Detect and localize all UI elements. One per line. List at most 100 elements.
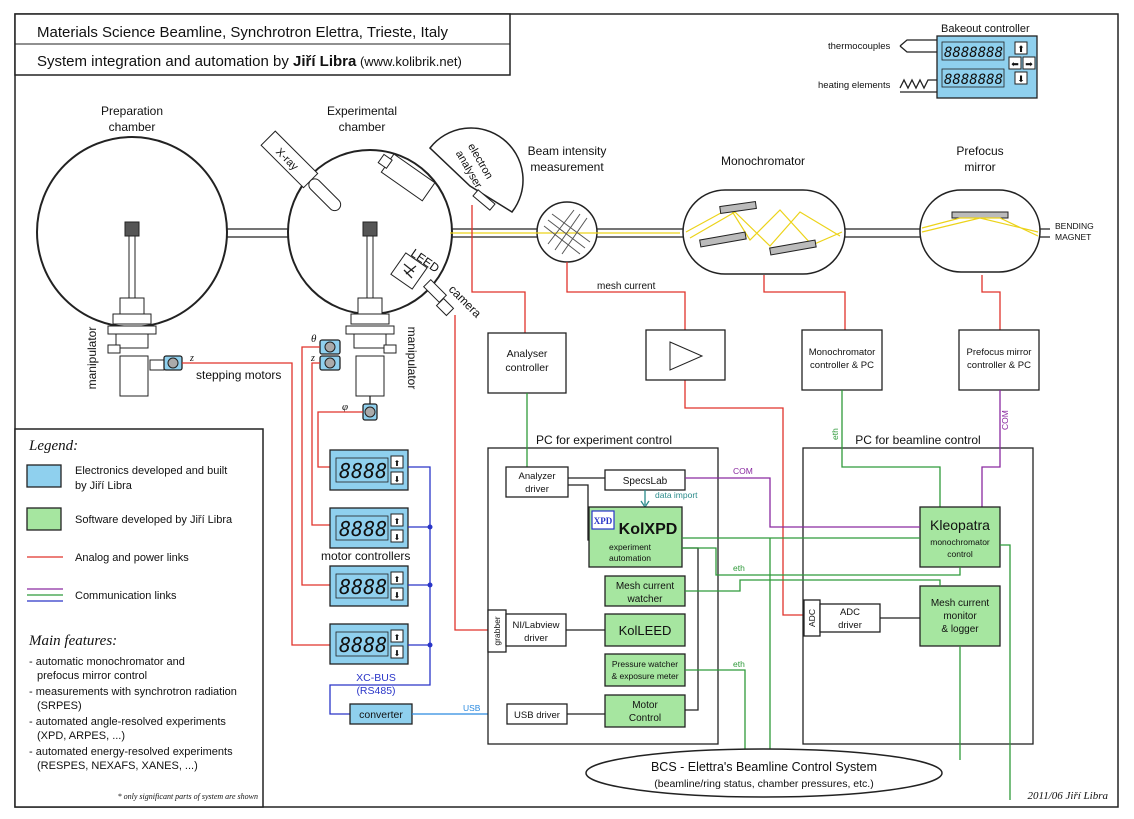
- motor-controller-1: 8888: [329, 449, 409, 491]
- motor-controller-3: 8888: [329, 565, 409, 607]
- motor-3-down-button[interactable]: [390, 587, 404, 601]
- legend-title: Legend:: [28, 438, 78, 454]
- kolxpd-sub-1: experiment: [609, 542, 652, 552]
- bakeout-controller: Bakeout controller 8888888 8888888 ⬆ ⬅ ➡…: [818, 23, 1038, 99]
- bakeout-display-2: 8888888: [944, 72, 1003, 88]
- motor-z-label-left: z: [189, 353, 194, 364]
- pressure-label-1: Pressure watcher: [612, 659, 678, 669]
- motor-4-up-button[interactable]: [390, 629, 404, 643]
- motor-display-1: 8888: [339, 459, 387, 483]
- bcs: BCS - Elettra's Beamline Control System …: [585, 748, 943, 798]
- prefocus-label-2: mirror: [964, 160, 995, 174]
- manipulator-left-body: [119, 355, 149, 397]
- arrow-down-icon: ⬇: [394, 591, 401, 600]
- eth-label-mono: eth: [830, 428, 840, 440]
- arrow-down-icon: ⬇: [394, 475, 401, 484]
- camera-label: camera: [446, 282, 484, 320]
- feature-4: - automated angle-resolved experiments: [29, 716, 226, 728]
- legend: Legend: Electronics developed and built …: [14, 428, 264, 808]
- arrow-up-icon: ⬆: [394, 517, 401, 526]
- legend-electronics-2: by Jiří Libra: [75, 480, 133, 492]
- bending-magnet-label-2: MAGNET: [1055, 232, 1091, 242]
- motor-controllers: 8888 8888 motor controllers 8888 8888 ⬆: [321, 449, 507, 725]
- arrow-up-icon: ⬆: [394, 633, 401, 642]
- bakeout-title: Bakeout controller: [941, 23, 1030, 35]
- motor-theta-label: θ: [311, 333, 317, 345]
- pressure-watcher: [604, 653, 686, 687]
- bakeout-right-button[interactable]: [1022, 56, 1036, 70]
- bcs-label-2: (beamline/ring status, chamber pressures…: [654, 778, 873, 790]
- motor-2-up-button[interactable]: [390, 513, 404, 527]
- kolxpd-logo-icon: [591, 510, 615, 530]
- prefocus-label-1: Prefocus: [956, 144, 1003, 158]
- kolxpd-logo-text: XPD: [594, 516, 613, 526]
- amplifier-icon: [669, 341, 704, 371]
- pressure-label-2: & exposure meter: [611, 671, 678, 681]
- kleopatra-box: [919, 506, 1001, 568]
- monochromator: Monochromator: [682, 154, 846, 275]
- bakeout-down-button[interactable]: [1014, 71, 1028, 85]
- nilabview-label-2: driver: [524, 633, 548, 644]
- motor-display-2: 8888: [339, 517, 387, 541]
- legend-software-swatch: [26, 507, 62, 531]
- kleopatra-sub-2: control: [947, 549, 973, 559]
- features-title: Main features:: [28, 633, 117, 649]
- footnote: * only significant parts of system are s…: [118, 792, 258, 801]
- analog-links: mesh current: [182, 205, 1001, 646]
- motor-control-label-2: Control: [629, 713, 661, 724]
- xcbus-label-1: XC-BUS: [356, 672, 396, 684]
- arrow-left-icon: ⬅: [1011, 59, 1019, 69]
- prep-chamber-label-2: chamber: [109, 120, 156, 134]
- motor-4-down-button[interactable]: [390, 645, 404, 659]
- motor-1-up-button[interactable]: [390, 455, 404, 469]
- motor-display-4: 8888: [339, 633, 387, 657]
- mesh-icon: [543, 209, 591, 255]
- exp-chamber-label-1: Experimental: [327, 104, 397, 118]
- mono-controller: [801, 329, 883, 391]
- sample-holder: [124, 221, 140, 237]
- prefocus-controller-label-1: Prefocus mirror: [967, 347, 1032, 358]
- motor-controller-4: 8888: [329, 623, 409, 665]
- motor-display-3: 8888: [339, 575, 387, 599]
- motor-2-down-button[interactable]: [390, 529, 404, 543]
- kolleed-box: [604, 613, 686, 647]
- legend-electronics-swatch: [26, 464, 62, 488]
- prefocus-controller-label-2: controller & PC: [967, 360, 1031, 371]
- outer-frame: [14, 13, 1119, 808]
- arrow-up-icon: ⬆: [1017, 44, 1025, 54]
- manipulator-right-body: [355, 355, 385, 397]
- thermocouples-label: thermocouples: [828, 41, 891, 52]
- bakeout-display-1: 8888888: [944, 45, 1003, 61]
- analyzer-driver-label-1: Analyzer: [519, 471, 556, 482]
- feature-1: prefocus mirror control: [37, 670, 147, 682]
- arrow-up-icon: ⬆: [394, 459, 401, 468]
- usb-label: USB: [463, 703, 481, 713]
- specslab-label: SpecsLab: [623, 476, 668, 487]
- feature-6: - automated energy-resolved experiments: [29, 746, 233, 758]
- bcs-label-1: BCS - Elettra's Beamline Control System: [651, 760, 877, 774]
- arrow-up-icon: ⬆: [394, 575, 401, 584]
- analyzer-driver-label-2: driver: [525, 484, 549, 495]
- adc-driver: [819, 603, 881, 633]
- motor-phi-label: φ: [342, 401, 348, 413]
- grabber-label: grabber: [492, 616, 502, 645]
- feature-0: - automatic monochromator and: [29, 656, 185, 668]
- mesh-monitor-label-1: Mesh current: [931, 598, 990, 609]
- legend-analog: Analog and power links: [75, 552, 189, 564]
- motor-3-up-button[interactable]: [390, 571, 404, 585]
- data-import-label: data import: [655, 490, 698, 500]
- mesh-current-label: mesh current: [597, 281, 656, 292]
- feature-2: - measurements with synchrotron radiatio…: [29, 686, 237, 698]
- feature-5: (XPD, ARPES, ...): [37, 730, 125, 742]
- manipulator-right-label: manipulator: [405, 327, 419, 390]
- legend-comm: Communication links: [75, 590, 177, 602]
- prep-chamber-label-1: Preparation: [101, 104, 163, 118]
- motor-1-down-button[interactable]: [390, 471, 404, 485]
- beam-intensity-label-2: measurement: [530, 160, 604, 174]
- feature-7: (RESPES, NEXAFS, XANES, ...): [37, 760, 198, 772]
- bakeout-left-button[interactable]: [1008, 56, 1022, 70]
- header-line1: Materials Science Beamline, Synchrotron …: [37, 24, 449, 41]
- prefocus-controller: [958, 329, 1040, 391]
- bakeout-up-button[interactable]: [1014, 41, 1028, 55]
